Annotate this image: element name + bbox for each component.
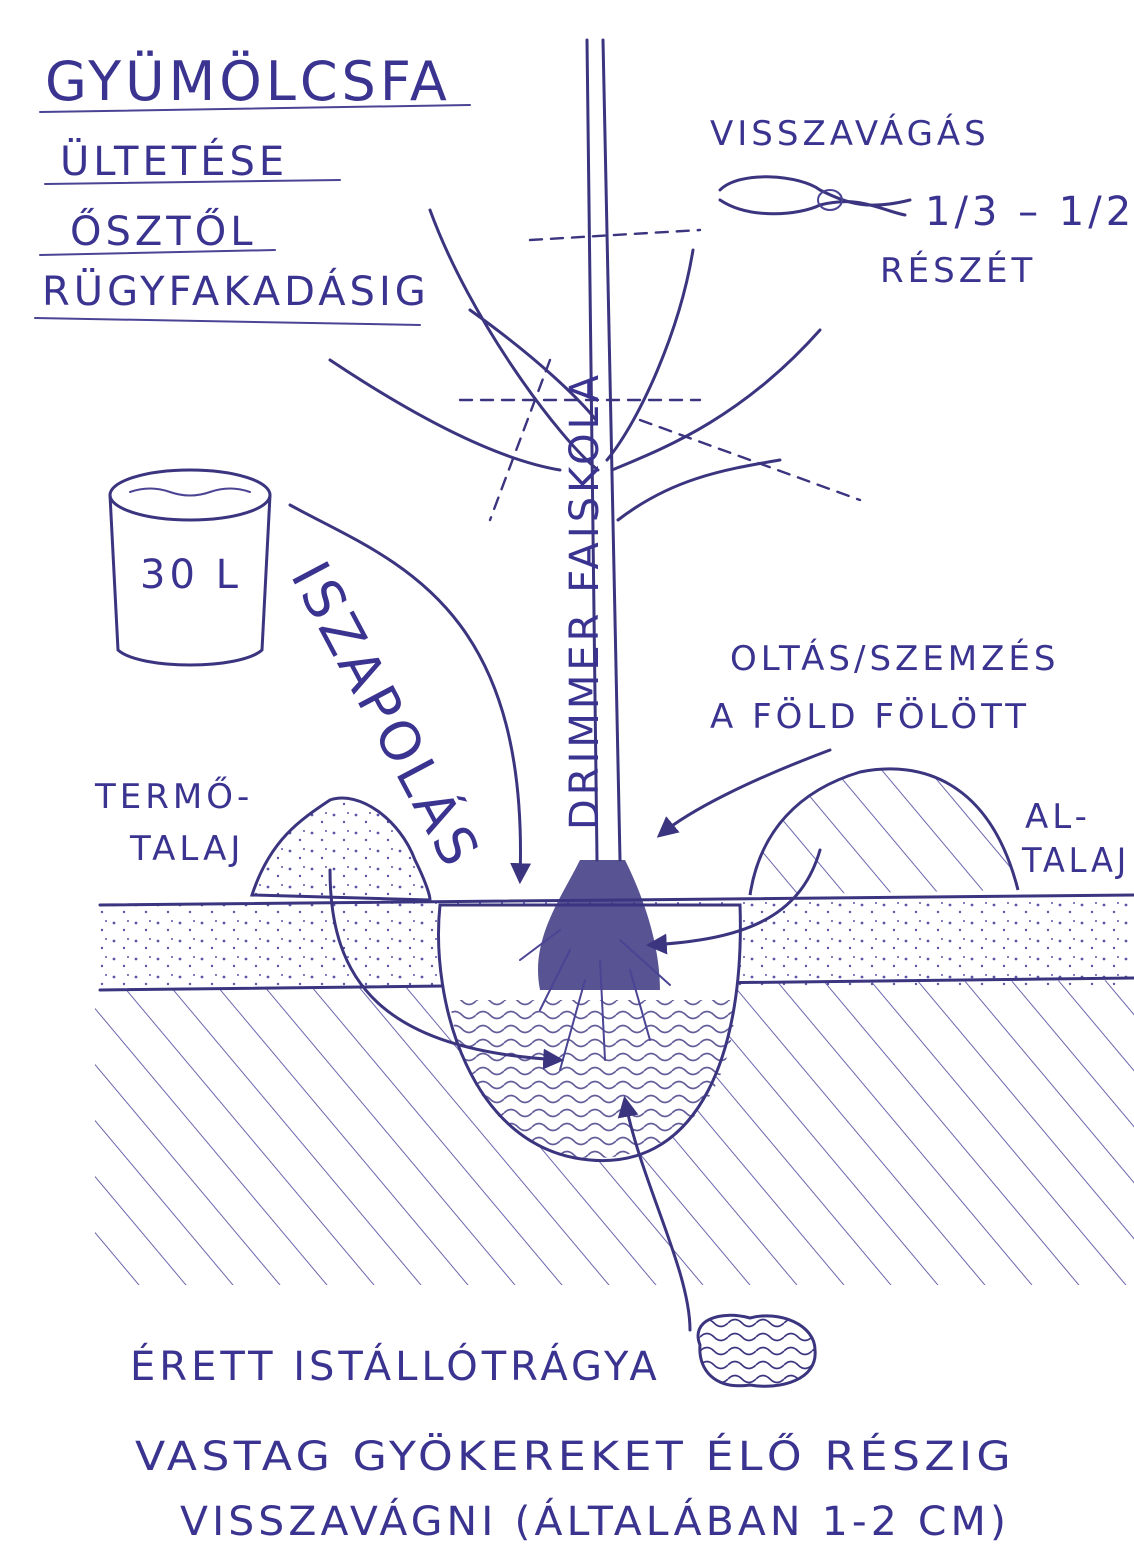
pruning-heading: VISSZAVÁGÁS	[710, 113, 990, 154]
subsoil-arrow	[645, 848, 822, 955]
tree-trunk	[585, 38, 622, 862]
note-line-1: VASTAG GYÖKEREKET ÉLŐ RÉSZIG	[135, 1431, 1015, 1480]
root-ball	[538, 860, 660, 990]
title-underline-3	[39, 249, 276, 256]
topsoil-arrow	[328, 868, 565, 1070]
tree-branches	[328, 208, 822, 522]
title-underline-2	[44, 179, 341, 185]
graft-arrow	[656, 748, 832, 838]
manure-clump-icon	[696, 1313, 817, 1388]
subsoil-mound	[748, 767, 1020, 896]
pruning-shears-icon	[718, 175, 912, 217]
brand-label: DRIMMER FAISKOLA	[562, 371, 608, 830]
title-line-3: ŐSZTŐL	[70, 206, 256, 255]
prune-line-left	[488, 358, 552, 522]
manure-arrow	[617, 1095, 692, 1332]
water-bucket-icon	[108, 468, 272, 667]
title-underline-1	[39, 104, 471, 113]
prune-line-top	[528, 228, 702, 242]
pruning-fraction: 1/3 – 1/2	[925, 189, 1134, 235]
title-line-4: RÜGYFAKADÁSIG	[42, 267, 430, 315]
prune-line-right	[638, 418, 862, 502]
graft-label-line-2: A FÖLD FÖLÖTT	[710, 696, 1030, 737]
note-line-2: VISSZAVÁGNI (ÁLTALÁBAN 1-2 CM)	[180, 1497, 1010, 1545]
title-line-2: ÜLTETÉSE	[60, 137, 288, 185]
subsoil-label-line-1: AL-	[1025, 797, 1091, 837]
fine-roots	[519, 929, 671, 1071]
title-underline-4	[34, 317, 421, 326]
topsoil-label-line-1: TERMŐ-	[94, 776, 253, 817]
manure-label: ÉRETT ISTÁLLÓTRÁGYA	[130, 1342, 661, 1390]
pit-fill-roots	[450, 1000, 735, 1159]
title-line-1: GYÜMÖLCSFA	[45, 50, 451, 113]
pruning-part: RÉSZÉT	[880, 250, 1036, 291]
subsoil-label-line-2: TALAJ	[1021, 841, 1130, 881]
watering-arrow	[288, 503, 532, 885]
topsoil-label-line-2: TALAJ	[129, 829, 244, 869]
graft-label-line-1: OLTÁS/SZEMZÉS	[730, 638, 1060, 679]
topsoil-mound	[249, 796, 432, 902]
bucket-volume: 30 L	[140, 552, 242, 598]
